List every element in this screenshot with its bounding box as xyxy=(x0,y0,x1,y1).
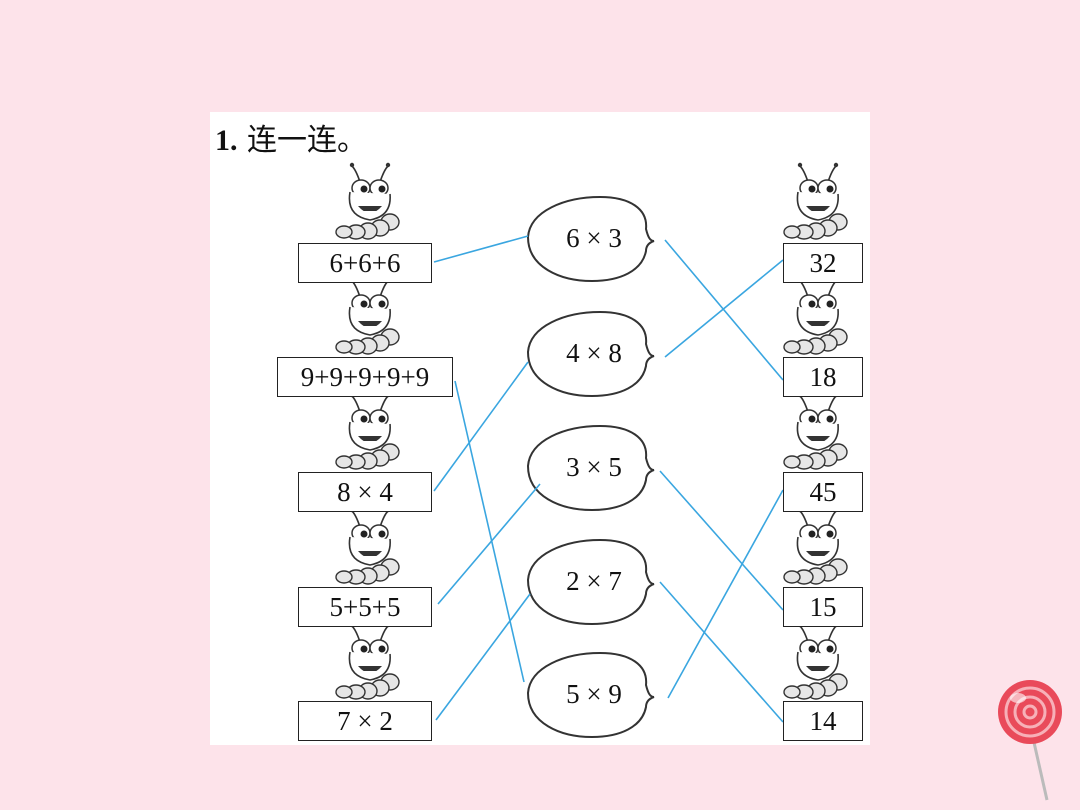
connection-line xyxy=(433,235,529,263)
left-expression-box[interactable]: 5+5+5 xyxy=(298,587,432,627)
left-expression-box[interactable]: 7 × 2 xyxy=(298,701,432,741)
right-result-box[interactable]: 32 xyxy=(783,243,863,283)
right-result-box[interactable]: 18 xyxy=(783,357,863,397)
leaf-product-label[interactable]: 6 × 3 xyxy=(566,222,622,253)
connection-line xyxy=(435,593,531,721)
leaf-product-label[interactable]: 5 × 9 xyxy=(566,678,622,709)
connection-line xyxy=(659,581,784,723)
exercise-title: 1. 连一连。 xyxy=(215,115,367,159)
right-result-box[interactable]: 14 xyxy=(783,701,863,741)
connection-line xyxy=(667,489,784,699)
exercise-instruction: 连一连。 xyxy=(247,123,368,158)
lollipop-icon xyxy=(998,680,1062,801)
connection-line xyxy=(664,239,784,381)
connection-line xyxy=(433,361,529,492)
leaf-product-label[interactable]: 4 × 8 xyxy=(566,337,622,368)
leaf-product-label[interactable]: 2 × 7 xyxy=(566,565,622,596)
left-expression-box[interactable]: 8 × 4 xyxy=(298,472,432,512)
right-result-box[interactable]: 45 xyxy=(783,472,863,512)
connection-line xyxy=(454,380,525,683)
leaf-product-label[interactable]: 3 × 5 xyxy=(566,451,622,482)
exercise-number: 1. xyxy=(215,124,238,157)
connection-line xyxy=(659,470,784,611)
connection-lines xyxy=(433,235,784,723)
connection-line xyxy=(437,483,541,605)
left-expression-box[interactable]: 6+6+6 xyxy=(298,243,432,283)
connection-line xyxy=(664,259,784,358)
left-expression-box[interactable]: 9+9+9+9+9 xyxy=(277,357,453,397)
right-result-box[interactable]: 15 xyxy=(783,587,863,627)
